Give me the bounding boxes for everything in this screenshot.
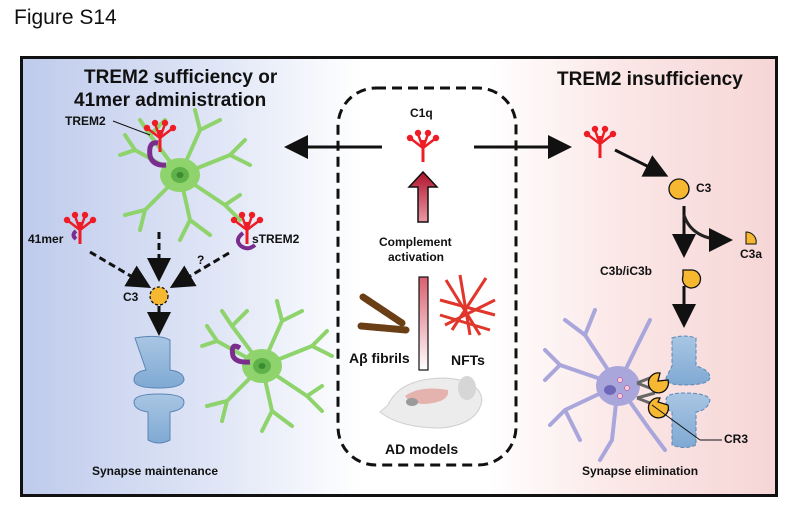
mouse-icon (379, 376, 483, 429)
abeta-fibrils-icon (357, 293, 410, 334)
arrow-c3-to-c3a (682, 214, 733, 252)
strem2-icon (236, 231, 257, 251)
41mer-icon (71, 229, 78, 241)
synapse-intact-icon (133, 335, 185, 444)
microglia-icon (118, 108, 252, 242)
synapse-tagged-icon (665, 335, 711, 448)
arrow-c1q-to-c3 (614, 148, 669, 177)
microglia-body (596, 366, 640, 406)
trem2-leader-line (112, 120, 151, 136)
left-heading-line1: TREM2 sufficiency or (84, 67, 278, 88)
c3a-label: C3a (740, 247, 763, 261)
microglia-icon (200, 299, 334, 433)
trem2-receptor-icon (147, 140, 167, 168)
trem2-label: TREM2 (65, 114, 106, 128)
right-caption: Synapse elimination (582, 464, 699, 478)
c3a-icon (745, 231, 757, 245)
c3b-icon (681, 269, 702, 289)
nfts-icon (439, 274, 496, 336)
dashed-arrow-41mer (89, 250, 152, 289)
c1q-icon (62, 210, 98, 246)
question-mark-label: ? (197, 253, 205, 267)
c1q-label: C1q (410, 106, 433, 120)
c3-icon (668, 178, 690, 200)
activation-line2: activation (388, 250, 445, 264)
c3-icon (149, 286, 169, 306)
c1q-icon (405, 128, 441, 164)
c3b-label: C3b/iC3b (600, 264, 653, 278)
c3b-bound-icon (647, 372, 670, 394)
left-caption: Synapse maintenance (92, 464, 219, 478)
abeta-fibrils-label: Aβ fibrils (349, 350, 410, 366)
center-caption: AD models (385, 441, 459, 457)
ad-models-box (336, 86, 518, 467)
41mer-label: 41mer (28, 232, 64, 246)
nfts-label: NFTs (451, 352, 485, 368)
strem2-label: sTREM2 (252, 232, 300, 246)
left-heading-line2: 41mer administration (74, 90, 267, 111)
cr3-label: CR3 (724, 432, 749, 446)
right-heading: TREM2 insufficiency (557, 69, 743, 90)
complement-activation-arrow (407, 170, 439, 223)
trem2-receptor-icon (229, 343, 251, 365)
gradient-bar (418, 276, 429, 371)
c1q-icon (582, 124, 618, 160)
c3-label-left: C3 (123, 290, 139, 304)
cr3-leader-line (651, 404, 701, 441)
figure-title: Figure S14 (14, 6, 117, 29)
activation-line1: Complement (379, 235, 452, 249)
c3-label-right: C3 (696, 181, 712, 195)
